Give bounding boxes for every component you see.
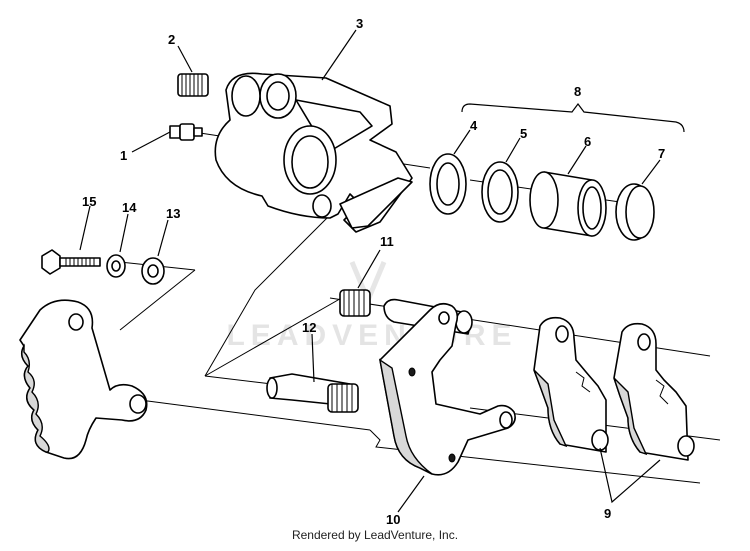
part-8-group-bracket	[461, 103, 685, 133]
part-10-bracket	[379, 302, 516, 476]
callout-15: 15	[82, 194, 96, 209]
part-13-washer	[141, 257, 165, 285]
part-6-piston	[529, 171, 607, 237]
callout-7: 7	[658, 146, 665, 161]
callout-8: 8	[574, 84, 581, 99]
callout-6: 6	[584, 134, 591, 149]
callout-2: 2	[168, 32, 175, 47]
callout-14: 14	[122, 200, 137, 215]
watermark-text: LEADVENTURE	[226, 319, 517, 352]
callout-12: 12	[302, 320, 316, 335]
part-1-bleed-screw	[169, 123, 203, 141]
callout-4: 4	[470, 118, 478, 133]
callout-11: 11	[380, 234, 394, 249]
part-14-lock-washer	[106, 254, 126, 278]
part-4-seal	[429, 153, 467, 215]
part-5-seal	[481, 161, 519, 223]
part-9-brake-pad-outer	[613, 322, 695, 461]
callout-3: 3	[356, 16, 363, 31]
callout-9: 9	[604, 506, 611, 521]
part-7-cap	[615, 183, 655, 241]
callout-13: 13	[166, 206, 180, 221]
part-9-brake-pad-inner	[533, 316, 609, 453]
mounting-bracket	[19, 299, 148, 460]
callout-1: 1	[120, 148, 127, 163]
callout-10: 10	[386, 512, 400, 527]
part-12-pin	[266, 373, 359, 413]
part-11-spring	[339, 289, 371, 317]
callout-5: 5	[520, 126, 527, 141]
callout-labels: 1 2 3 4 5 6 7 8 9 10 11 12 13 14 15	[82, 16, 665, 527]
footer-credit: Rendered by LeadVenture, Inc.	[291, 528, 459, 542]
leader-lines	[79, 29, 661, 513]
part-2-plug	[177, 73, 209, 97]
part-3-caliper-body	[214, 72, 413, 233]
part-15-bolt	[41, 249, 101, 275]
